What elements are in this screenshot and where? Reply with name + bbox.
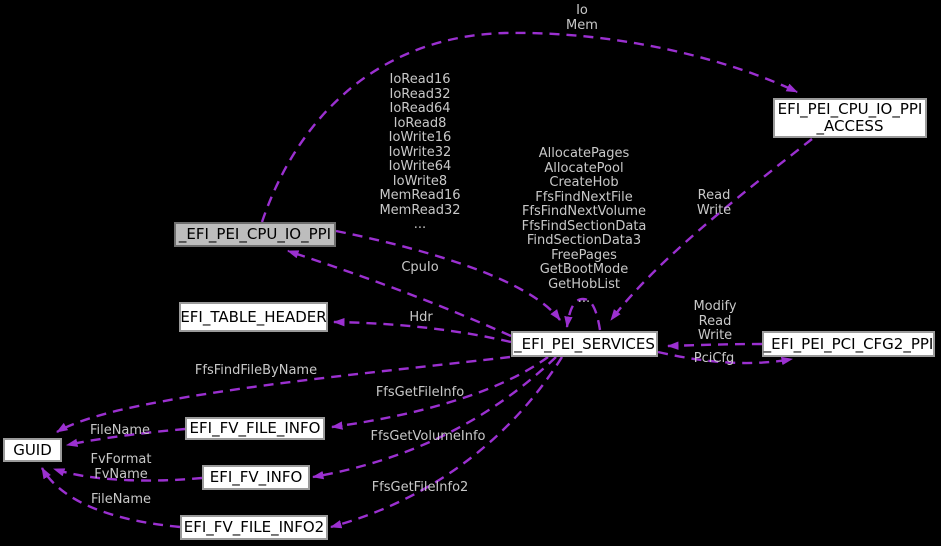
edge-ffs-get-volume-info	[312, 356, 557, 480]
edge-label-ffs-find-file-by-name: FfsFindFileByName	[194, 363, 318, 378]
node-guid[interactable]: GUID	[3, 438, 62, 462]
edge-ffs-get-file-info	[331, 356, 549, 430]
edge-hdr	[333, 317, 512, 344]
edge-label-io-mem: Io Mem	[566, 3, 598, 33]
edge-read-write	[610, 138, 813, 321]
edge-label-hdr: Hdr	[409, 310, 433, 325]
edge-label-filename-top: FileName	[89, 423, 151, 438]
edge-label-filename-bottom: FileName	[90, 492, 152, 507]
edge-label-cpuio: CpuIo	[401, 260, 439, 275]
edge-label-ffs-get-volume-info: FfsGetVolumeInfo	[370, 429, 486, 444]
node-efi-pei-services[interactable]: _EFI_PEI_SERVICES	[511, 331, 658, 357]
edge-label-cpu-io-members: IoRead16 IoRead32 IoRead64 IoRead8 IoWri…	[379, 72, 461, 232]
edge-ffs-find-file-by-name	[56, 355, 511, 434]
node-efi-fv-file-info2[interactable]: EFI_FV_FILE_INFO2	[180, 515, 328, 540]
edge-cpu-io-members	[335, 229, 561, 321]
node-efi-pei-cpu-io-ppi-access[interactable]: EFI_PEI_CPU_IO_PPI _ACCESS	[773, 98, 927, 138]
node-efi-pei-pci-cfg2-ppi[interactable]: _EFI_PEI_PCI_CFG2_PPI	[762, 331, 935, 357]
edge-io-mem	[260, 31, 798, 223]
edge-label-ffs-get-file-info2: FfsGetFileInfo2	[371, 480, 469, 495]
edge-ffs-get-file-info2	[330, 356, 564, 529]
node-efi-pei-cpu-io-ppi[interactable]: _EFI_PEI_CPU_IO_PPI	[174, 222, 336, 247]
edge-label-pcicfg: PciCfg	[693, 351, 735, 366]
edge-label-read-write: Read Write	[696, 188, 732, 218]
edge-self-loop	[564, 297, 602, 331]
node-efi-fv-info[interactable]: EFI_FV_INFO	[202, 465, 310, 490]
edge-label-services-members: AllocatePages AllocatePool CreateHob Ffs…	[521, 146, 647, 306]
edge-pcicfg	[657, 350, 793, 366]
node-efi-fv-file-info[interactable]: EFI_FV_FILE_INFO	[185, 417, 325, 440]
edge-fvformat-fvname	[53, 467, 203, 482]
edge-modify-read-write	[667, 341, 763, 350]
edge-filename-bottom	[40, 467, 181, 529]
edge-label-modify-read-write: Modify Read Write	[693, 299, 737, 343]
edge-filename-top	[66, 427, 186, 447]
edge-label-fvformat-fvname: FvFormat FvName	[90, 452, 152, 482]
node-efi-table-header[interactable]: EFI_TABLE_HEADER	[179, 302, 328, 332]
edge-label-ffs-get-file-info: FfsGetFileInfo	[375, 385, 465, 400]
edge-cpuio	[287, 249, 512, 338]
